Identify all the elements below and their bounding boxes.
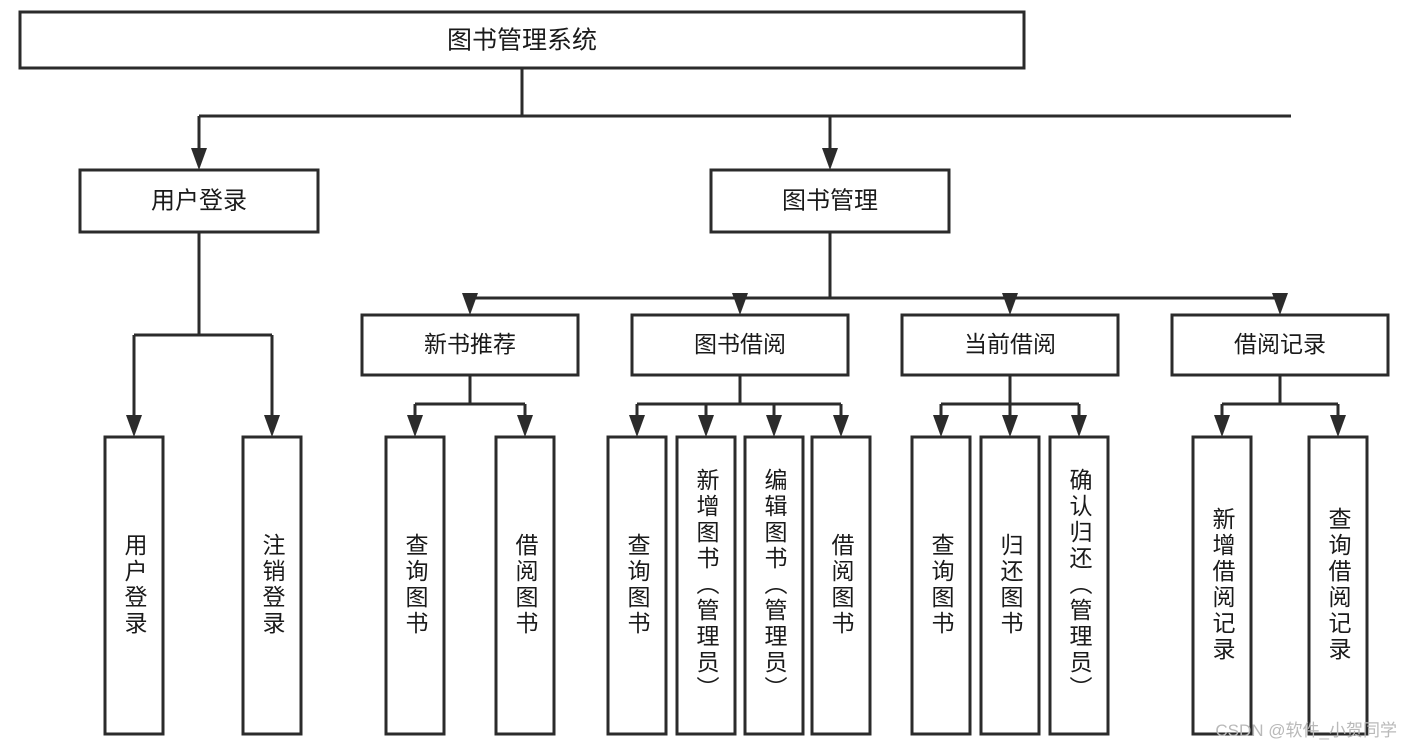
leaf-book-borrow-2[interactable]: 编辑图书（管理员）: [743, 435, 805, 736]
leaf-user-login-0-label: 用户登录: [121, 533, 148, 637]
leaf-book-borrow-1[interactable]: 新增图书（管理员）: [675, 435, 737, 736]
leaf-borrow-record-1-label: 查询借阅记录: [1325, 507, 1352, 663]
node-root-system[interactable]: 图书管理系统: [18, 10, 1026, 70]
leaf-new-book-recommend-0[interactable]: 查询图书: [384, 435, 446, 736]
connector-bookborrow-to-leaves: [629, 375, 849, 437]
node-book-borrow[interactable]: 图书借阅: [630, 313, 850, 377]
leaf-current-borrow-0-label: 查询图书: [928, 533, 955, 637]
leaf-current-borrow-2-label: 确认归还（管理员）: [1066, 468, 1093, 702]
node-borrow-record-label: 借阅记录: [1234, 331, 1326, 357]
leaf-book-borrow-0[interactable]: 查询图书: [606, 435, 668, 736]
leaf-user-login-1-label: 注销登录: [259, 533, 286, 637]
leaf-book-borrow-1-label: 新增图书（管理员）: [693, 468, 720, 702]
connector-bookmgmt-to-level3: [462, 232, 1288, 315]
connector-root-to-level2: [191, 68, 1291, 170]
node-new-book-recommend-label: 新书推荐: [424, 331, 516, 357]
leaf-current-borrow-2[interactable]: 确认归还（管理员）: [1048, 435, 1110, 736]
leaf-user-login-1[interactable]: 注销登录: [241, 435, 303, 736]
leaf-borrow-record-1[interactable]: 查询借阅记录: [1307, 435, 1369, 736]
leaf-new-book-recommend-0-label: 查询图书: [402, 533, 429, 637]
connector-userlogin-to-leaves: [126, 232, 280, 437]
leaf-user-login-0[interactable]: 用户登录: [103, 435, 165, 736]
node-root-system-label: 图书管理系统: [447, 27, 597, 55]
leaf-book-borrow-3[interactable]: 借阅图书: [810, 435, 872, 736]
node-current-borrow[interactable]: 当前借阅: [900, 313, 1120, 377]
node-book-borrow-label: 图书借阅: [694, 331, 786, 357]
leaf-borrow-record-0[interactable]: 新增借阅记录: [1191, 435, 1253, 736]
node-borrow-record[interactable]: 借阅记录: [1170, 313, 1390, 377]
node-current-borrow-label: 当前借阅: [964, 331, 1056, 357]
leaf-new-book-recommend-1-label: 借阅图书: [512, 533, 539, 637]
leaf-current-borrow-1-label: 归还图书: [997, 533, 1024, 637]
leaf-book-borrow-2-label: 编辑图书（管理员）: [761, 468, 788, 702]
leaf-current-borrow-1[interactable]: 归还图书: [979, 435, 1041, 736]
leaf-borrow-record-0-label: 新增借阅记录: [1209, 507, 1236, 663]
node-new-book-recommend[interactable]: 新书推荐: [360, 313, 580, 377]
leaf-book-borrow-0-label: 查询图书: [624, 533, 651, 637]
leaf-current-borrow-0[interactable]: 查询图书: [910, 435, 972, 736]
node-user-login-label: 用户登录: [151, 187, 247, 214]
connector-newbook-to-leaves: [407, 375, 533, 437]
connector-borrowrecord-to-leaves: [1214, 375, 1346, 437]
connector-currentborrow-to-leaves: [933, 375, 1087, 437]
leaf-book-borrow-3-label: 借阅图书: [828, 533, 855, 637]
leaf-new-book-recommend-1[interactable]: 借阅图书: [494, 435, 556, 736]
node-book-management[interactable]: 图书管理: [709, 168, 951, 234]
node-book-management-label: 图书管理: [782, 187, 878, 214]
node-user-login[interactable]: 用户登录: [78, 168, 320, 234]
